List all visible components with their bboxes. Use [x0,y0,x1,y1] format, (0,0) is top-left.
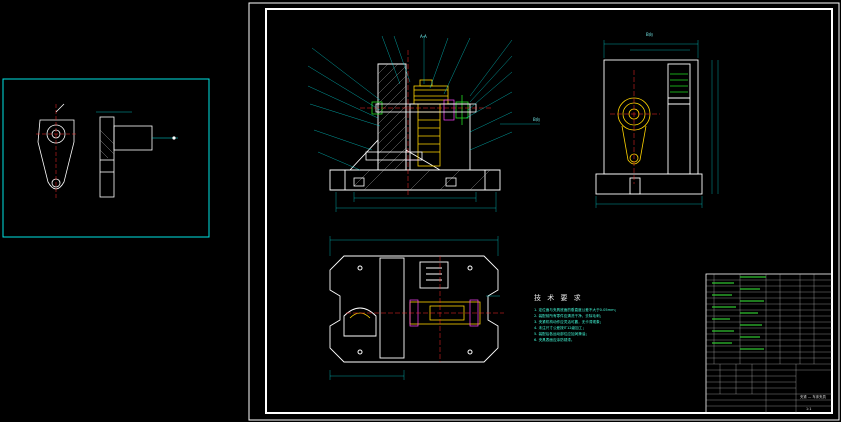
inner-drawing-frame [265,8,833,414]
note-line-1: 1. 定位面与夹具底面的垂直度公差不大于0.05mm； [534,307,618,312]
part-drawing-panel [2,78,210,238]
part-leader-lines [307,35,540,171]
top-view [329,236,504,380]
front-section-view: A-A [307,34,540,212]
note-line-3: 3. 夹紧机构动作应灵活可靠，无卡滞现象； [534,319,603,324]
drawing-designation: 夹紧 — 车床夹具 [800,394,826,399]
outer-sheet-border [248,2,840,421]
note-line-2: 2. 装配前所有零件应清洗干净，去除毛刺； [534,313,603,318]
svg-text:B向: B向 [533,116,540,122]
drawing-sheet [248,2,840,421]
drawing-scale: 1:1 [806,407,811,411]
part-drawing-frame [2,78,210,238]
section-view-label: A-A [420,34,427,39]
clamp-mechanism [413,79,449,167]
note-line-5: 5. 装配后各运动部位应加润滑油； [534,331,589,336]
notes-title: 技 术 要 求 [534,293,583,302]
side-view: B向 [595,31,719,208]
technical-notes: 技 术 要 求 1. 定位面与夹具底面的垂直度公差不大于0.05mm； 2. 装… [534,293,618,342]
lever-side-view [96,111,178,198]
note-line-6: 6. 夹具表面应涂防锈漆。 [534,337,575,342]
note-line-4: 4. 未注尺寸公差按IT12级加工； [534,325,586,330]
side-view-label: B向 [646,31,653,37]
lever-front-view [36,103,76,198]
section-hatching [353,63,491,191]
title-block: 夹紧 — 车床夹具 1:1 [705,273,833,414]
